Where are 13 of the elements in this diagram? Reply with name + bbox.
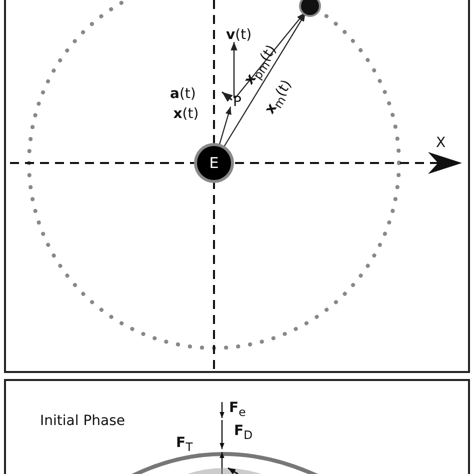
axis-label: X <box>436 136 446 150</box>
vector-arrow <box>222 13 306 149</box>
force-label: F$_{D}$ <box>234 424 253 442</box>
moon-circle <box>301 0 319 15</box>
point-label: P <box>233 94 242 110</box>
vector-label: v(t) <box>226 28 252 42</box>
vector-label: a(t) <box>170 87 196 101</box>
edge-label: x(t) <box>173 107 199 121</box>
force-label: F$_{e}$ <box>229 401 246 418</box>
phase-label: Initial Phase <box>40 414 125 428</box>
force-label: F$_{T}$ <box>176 436 193 454</box>
earth-circle: E <box>197 146 231 180</box>
vector-arrow <box>234 12 305 98</box>
